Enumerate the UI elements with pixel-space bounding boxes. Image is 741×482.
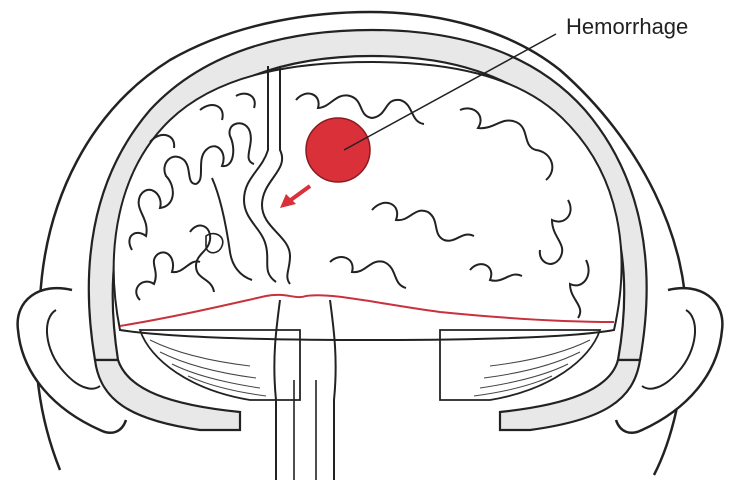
hemorrhage-label: Hemorrhage (566, 14, 688, 40)
hemorrhage-lesion (306, 118, 370, 182)
brainstem-inner (294, 380, 316, 480)
cerebellum-folia (150, 340, 590, 396)
brain-contour (114, 62, 622, 340)
